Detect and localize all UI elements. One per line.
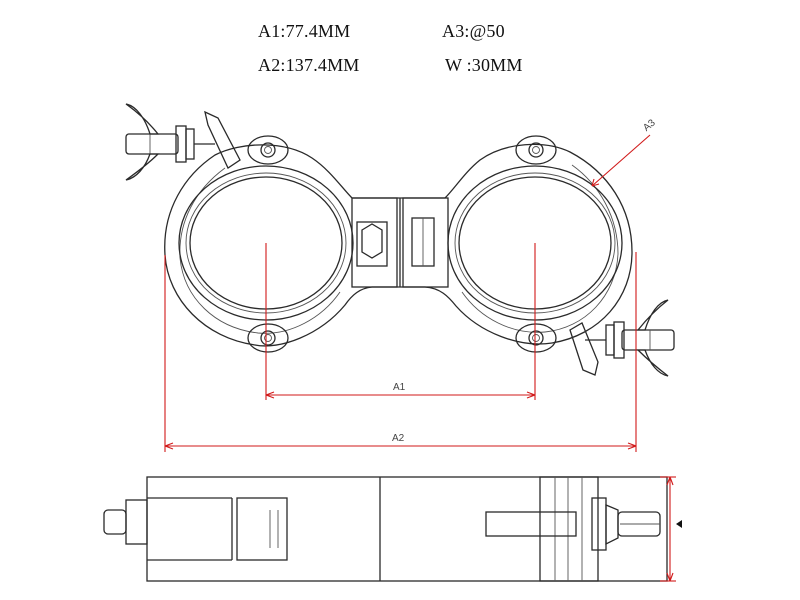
center-nut-housing (356, 221, 388, 267)
wing-nut-top-left (125, 103, 241, 181)
dimension-a2-label: A2 (392, 433, 405, 444)
side-body-outline (146, 476, 668, 582)
dimension-w (660, 476, 682, 582)
clamp-side-view (103, 476, 668, 582)
center-joint-left (351, 197, 398, 288)
dimension-a3 (591, 134, 651, 187)
dimension-a3-label: A3 (641, 117, 658, 134)
dimension-a1-label: A1 (393, 382, 406, 393)
clamp-inner-band (179, 167, 341, 334)
dimension-a2 (164, 442, 637, 450)
center-joint-right (402, 197, 449, 288)
bolt-boss-top-right (515, 135, 557, 165)
bolt-boss-bottom-left (247, 323, 289, 353)
center-hex-nut (361, 223, 383, 259)
wing-nut-bottom-right (569, 299, 675, 377)
spec-a3: A3:@50 (442, 21, 505, 41)
spec-a1: A1:77.4MM (258, 21, 351, 41)
dimension-a1 (265, 391, 536, 399)
clamp-inner-band-right (461, 164, 619, 333)
bolt-boss-top-left (247, 135, 289, 165)
clamp-front-view (125, 103, 675, 377)
spec-w: W :30MM (445, 55, 523, 75)
bolt-boss-bottom-right (515, 323, 557, 353)
spec-a2: A2:137.4MM (258, 55, 360, 75)
